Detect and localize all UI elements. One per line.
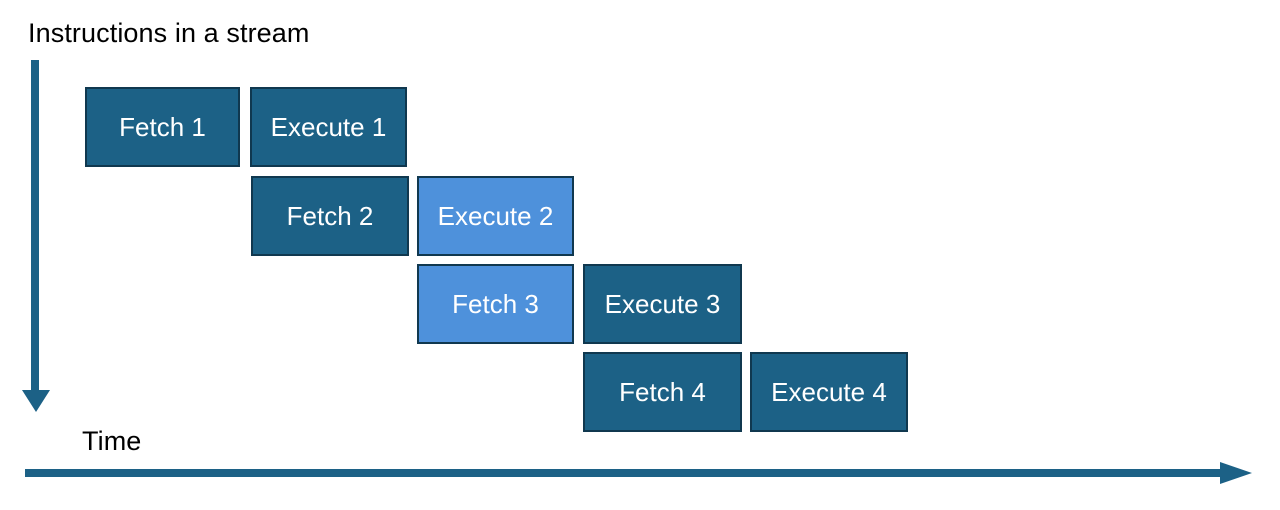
stage-box-execute-1[interactable]: Execute 1 <box>250 87 407 167</box>
y-axis-label: Instructions in a stream <box>28 18 310 48</box>
arrow-down-icon <box>22 60 50 412</box>
x-axis-label: Time <box>82 426 142 456</box>
stage-box-execute-3[interactable]: Execute 3 <box>583 264 742 344</box>
stage-box-fetch-2[interactable]: Fetch 2 <box>251 176 409 256</box>
stage-box-execute-4[interactable]: Execute 4 <box>750 352 908 432</box>
stage-box-label: Execute 2 <box>437 201 554 231</box>
stage-box-label: Execute 1 <box>270 112 387 142</box>
stage-box-label: Execute 3 <box>604 289 721 319</box>
stage-box-fetch-1[interactable]: Fetch 1 <box>85 87 240 167</box>
stage-box-fetch-4[interactable]: Fetch 4 <box>583 352 742 432</box>
stage-box-label: Execute 4 <box>771 377 887 407</box>
stage-box-label: Fetch 1 <box>119 112 206 142</box>
stage-box-execute-2[interactable]: Execute 2 <box>417 176 574 256</box>
stage-box-label: Fetch 4 <box>619 377 706 407</box>
stage-box-fetch-3[interactable]: Fetch 3 <box>417 264 574 344</box>
arrow-right-icon <box>25 462 1252 484</box>
stage-box-label: Fetch 2 <box>286 201 374 231</box>
stage-box-label: Fetch 3 <box>452 289 539 319</box>
